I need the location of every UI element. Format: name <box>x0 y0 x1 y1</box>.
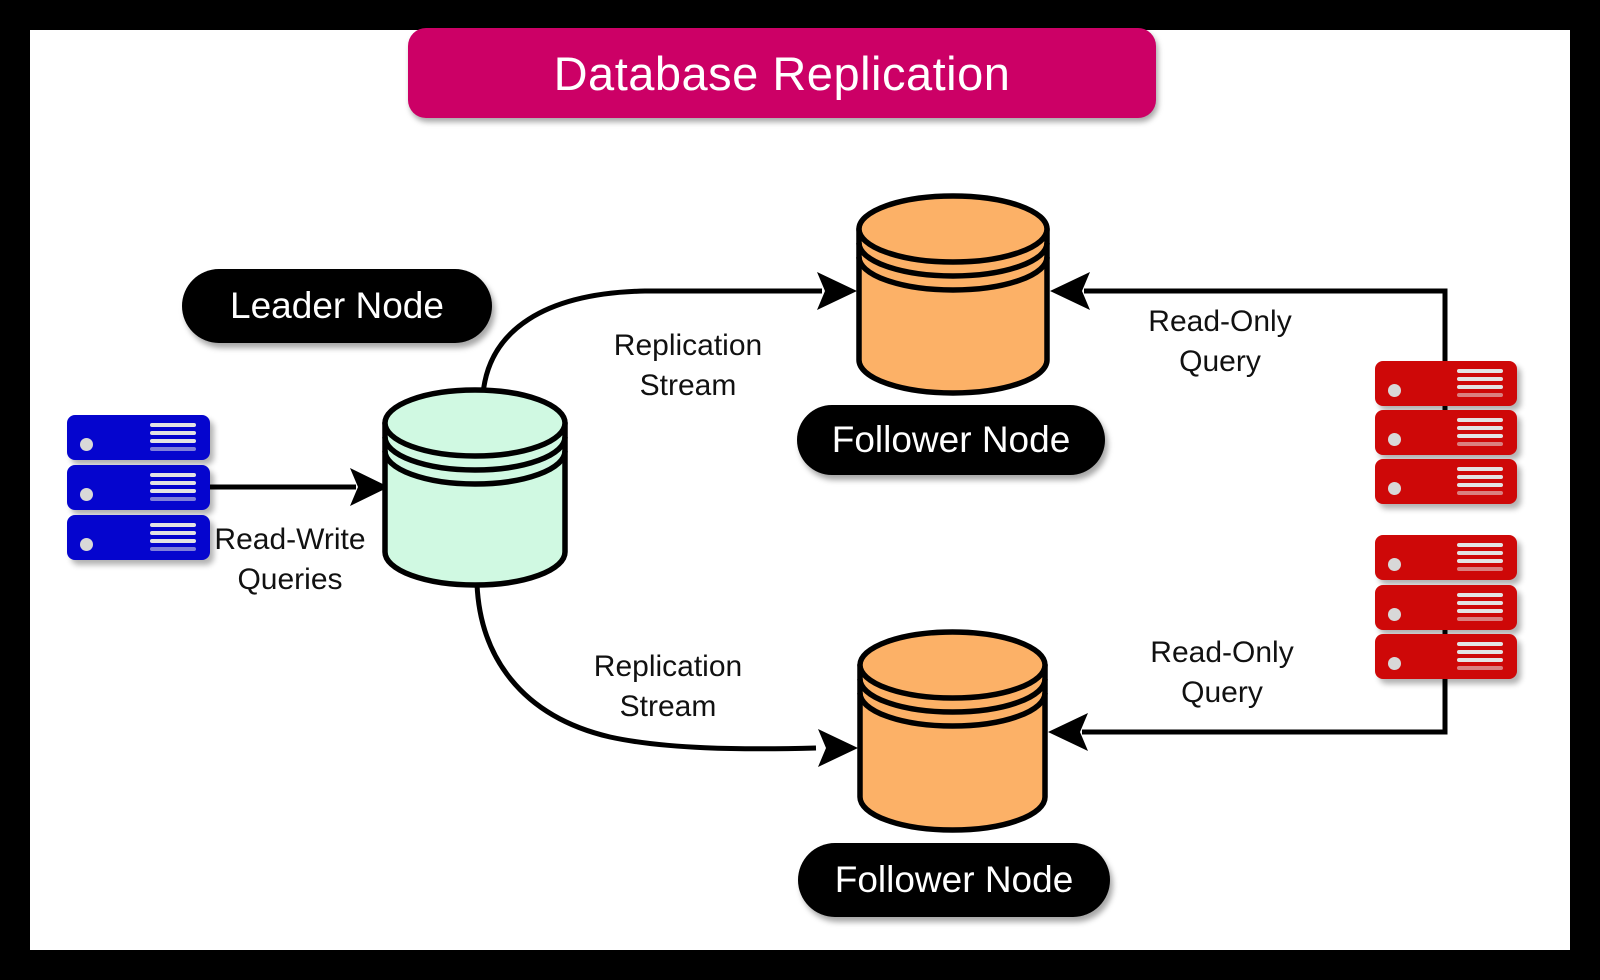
diagram-title: Database Replication <box>408 28 1156 118</box>
arrowhead-replication-top <box>817 272 857 310</box>
vent-lines <box>1457 418 1503 446</box>
leader-node-pill: Leader Node <box>182 269 492 343</box>
vent-lines <box>1457 467 1503 495</box>
diagram-title-text: Database Replication <box>553 46 1011 100</box>
led-light <box>80 538 93 551</box>
led-light <box>1388 384 1401 397</box>
follower-top-db-cylinder <box>856 193 1050 396</box>
arrowhead-read-only-bottom <box>1048 713 1088 751</box>
edge-replication-bottom <box>474 583 858 767</box>
led-light <box>1388 558 1401 571</box>
arrowhead-read-write <box>350 468 389 506</box>
arrowhead-replication-bottom <box>818 729 858 767</box>
vent-lines <box>1457 593 1503 621</box>
server-icon <box>1375 361 1517 406</box>
server-icon <box>67 415 210 460</box>
server-icon <box>1375 459 1517 504</box>
vent-lines <box>1457 369 1503 397</box>
server-icon <box>67 515 210 560</box>
led-light <box>1388 657 1401 670</box>
follower-node-bottom-pill: Follower Node <box>798 843 1110 917</box>
vent-lines <box>150 473 196 501</box>
vent-lines <box>1457 642 1503 670</box>
led-light <box>1388 482 1401 495</box>
read-write-queries-label: Read-Write Queries <box>214 523 366 596</box>
leader-node-label: Leader Node <box>230 285 444 326</box>
follower-node-top-label: Follower Node <box>831 419 1071 460</box>
server-icon <box>1375 634 1517 679</box>
server-icon <box>1375 585 1517 630</box>
replication-stream-top-label: Replication Stream <box>613 329 763 402</box>
led-light <box>1388 608 1401 621</box>
follower-bottom-db-cylinder <box>857 629 1048 833</box>
edge-replication-top <box>480 272 857 395</box>
led-light <box>1388 433 1401 446</box>
server-icon <box>1375 535 1517 580</box>
edge-read-write <box>207 468 389 506</box>
arrowhead-read-only-top <box>1050 272 1090 310</box>
server-icon <box>67 465 210 510</box>
leader-db-cylinder <box>382 387 568 588</box>
server-icon <box>1375 410 1517 455</box>
diagram-background <box>30 30 1570 950</box>
vent-lines <box>1457 543 1503 571</box>
vent-lines <box>150 423 196 451</box>
follower-node-bottom-label: Follower Node <box>834 859 1074 900</box>
replication-stream-bottom-label: Replication Stream <box>593 650 743 723</box>
follower-node-top-pill: Follower Node <box>797 405 1105 475</box>
read-only-query-top-label: Read-Only Query <box>1148 305 1292 378</box>
vent-lines <box>150 523 196 551</box>
led-light <box>80 488 93 501</box>
read-only-query-bottom-label: Read-Only Query <box>1150 636 1294 709</box>
led-light <box>80 438 93 451</box>
